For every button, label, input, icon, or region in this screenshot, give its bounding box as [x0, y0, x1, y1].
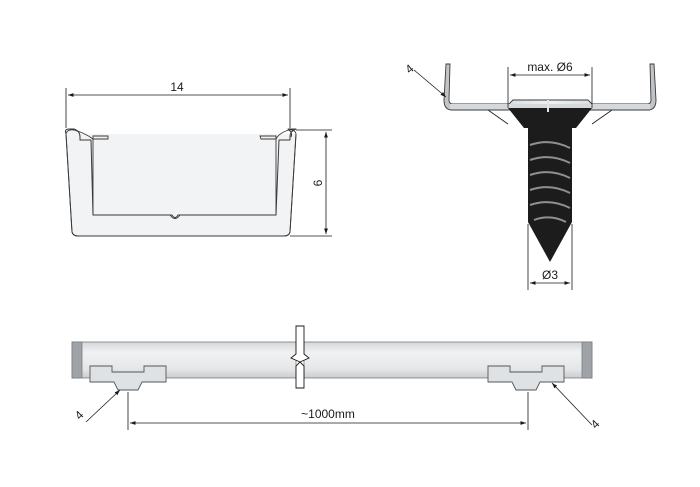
profile-side-view: ~1000mm 4 4 [71, 325, 603, 432]
mounting-clip-left [89, 365, 167, 391]
screw-head [508, 108, 592, 128]
mounting-clip-right [487, 365, 565, 391]
callout-label: 4 [402, 61, 416, 76]
break-symbol [290, 325, 310, 389]
height-label: 6 [311, 179, 325, 186]
callout-leader-left [85, 389, 121, 423]
shank-diameter-label: Ø3 [542, 268, 558, 282]
screw-threads [529, 141, 571, 223]
callout-left-label: 4 [72, 408, 87, 423]
u-profile-inner-outline [65, 129, 297, 237]
length-label: ~1000mm [301, 407, 355, 421]
callout-leader-right [551, 382, 593, 426]
profile-cross-section: 14 6 [64, 80, 332, 237]
screw-shank [528, 128, 572, 262]
screw-mounting-section: max. Ø6 Ø3 4 [402, 60, 657, 290]
head-diameter-label: max. Ø6 [527, 60, 573, 74]
u-profile-shape [64, 128, 297, 237]
width-label: 14 [170, 80, 184, 94]
callout-right-label: 4 [588, 417, 603, 432]
callout-leader [413, 69, 447, 98]
